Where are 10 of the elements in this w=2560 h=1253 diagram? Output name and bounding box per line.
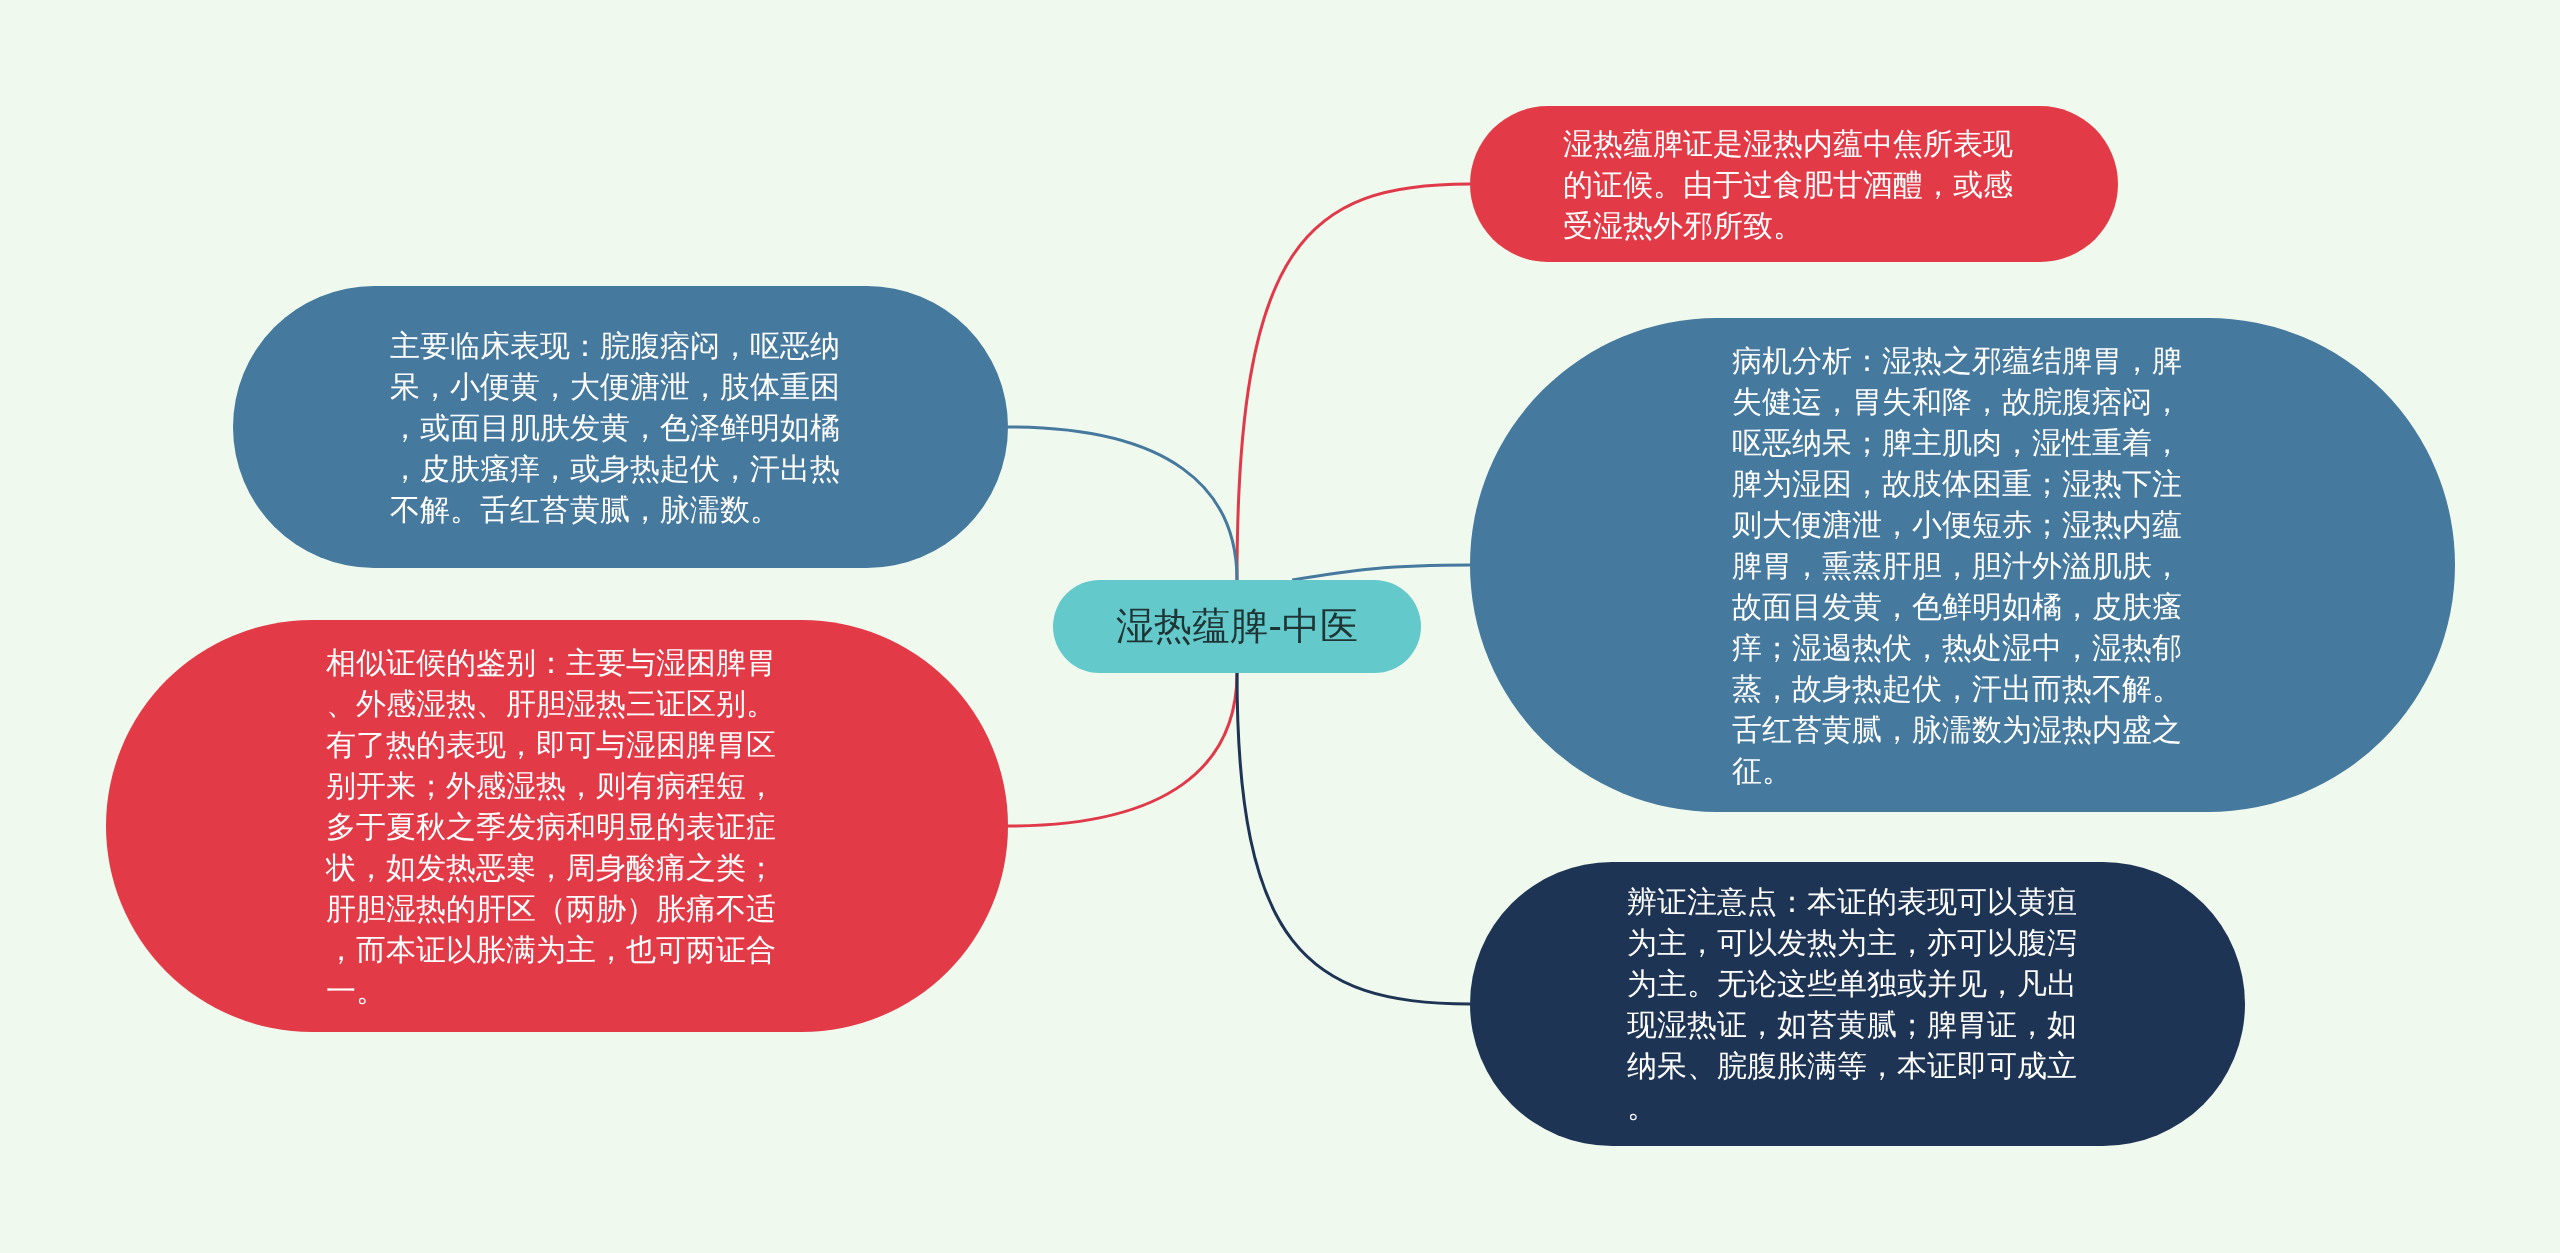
connector	[1291, 563, 1470, 582]
connector	[1007, 425, 1239, 581]
connector	[1007, 672, 1239, 828]
topic-bubble: 湿热蕴脾-中医	[1053, 580, 1421, 673]
note-bubble: 湿热蕴脾证是湿热内蕴中焦所表现的证候。由于过食肥甘酒醴，或感受湿热外邪所致。	[1470, 106, 2118, 262]
connector	[1235, 672, 1471, 1006]
note-bubble: 病机分析：湿热之邪蕴结脾胃，脾失健运，胃失和降，故脘腹痞闷，呕恶纳呆；脾主肌肉，湿性重着，脾为湿困，故肢体困重；湿热下注则大便溏泄，小便短赤；湿热内蕴脾胃，熏蒸肝胆，胆汁外溢肌肤，故面目发黄，色鲜明如橘，皮肤瘙痒；湿遏热伏，热处湿中，湿热郁蒸，故身热起伏，汗出而热不解。舌红苔黄腻，脉濡数为湿热内盛之征。	[1470, 318, 2455, 812]
note-bubble: 相似证候的鉴别：主要与湿困脾胃、外感湿热、肝胆湿热三证区别。有了热的表现，即可与湿困脾胃区别开来；外感湿热，则有病程短，多于夏秋之季发病和明显的表证症状，如发热恶寒，周身酸痛之类；肝胆湿热的肝区（两胁）胀痛不适，而本证以胀满为主，也可两证合一。	[106, 620, 1008, 1032]
note-bubble: 主要临床表现：脘腹痞闷，呕恶纳呆，小便黄，大便溏泄，肢体重困，或面目肌肤发黄，色泽鲜明如橘，皮肤瘙痒，或身热起伏，汗出热不解。舌红苔黄腻，脉濡数。	[233, 286, 1008, 568]
note-bubble: 辨证注意点：本证的表现可以黄疸为主，可以发热为主，亦可以腹泻为主。无论这些单独或并见，凡出现湿热证，如苔黄腻；脾胃证，如纳呆、脘腹胀满等，本证即可成立。	[1470, 862, 2245, 1146]
